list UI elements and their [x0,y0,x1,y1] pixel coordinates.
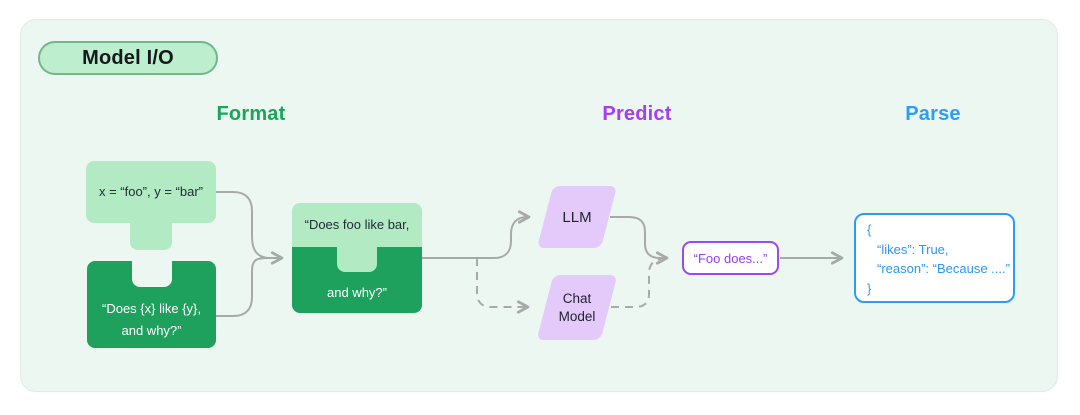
llm-label: LLM [562,208,592,226]
chat-model-label-line2: Model [558,308,596,324]
predict-heading: Predict [602,103,672,125]
input-values-piece-tab [130,222,172,250]
parsed-output-box: { “likes”: True, “reason”: “Because ....… [854,213,1015,303]
chat-model-label-line1: Chat [562,290,592,306]
model-io-badge-label: Model I/O [82,46,174,69]
prompt-template-line2: and why?” [121,323,182,338]
model-output-box: “Foo does...” [682,241,779,275]
llm-node: LLM [536,186,618,248]
chat-model-node: Chat Model [536,275,618,340]
formatted-prompt-line2: and why?” [327,285,387,300]
formatted-prompt-piece-top: “Does foo like bar, [292,203,422,247]
parsed-output-line4: } [867,280,872,296]
model-output-text: “Foo does...” [693,250,768,266]
format-heading: Format [216,103,286,125]
input-values-piece: x = “foo”, y = “bar” [86,161,216,223]
model-io-badge: Model I/O [38,41,218,75]
parsed-output-line1: { [867,222,872,237]
formatted-prompt-piece-tab [337,247,377,272]
input-values-text: x = “foo”, y = “bar” [98,184,204,199]
prompt-template-piece-notch [132,261,172,287]
parsed-output-line3: “reason”: “Because ....” [877,261,1010,276]
prompt-template-line1: “Does {x} like {y}, [102,301,201,316]
parse-heading: Parse [905,103,961,125]
formatted-prompt-line1: “Does foo like bar, [304,217,410,232]
parsed-output-line2: “likes”: True, [877,241,949,257]
